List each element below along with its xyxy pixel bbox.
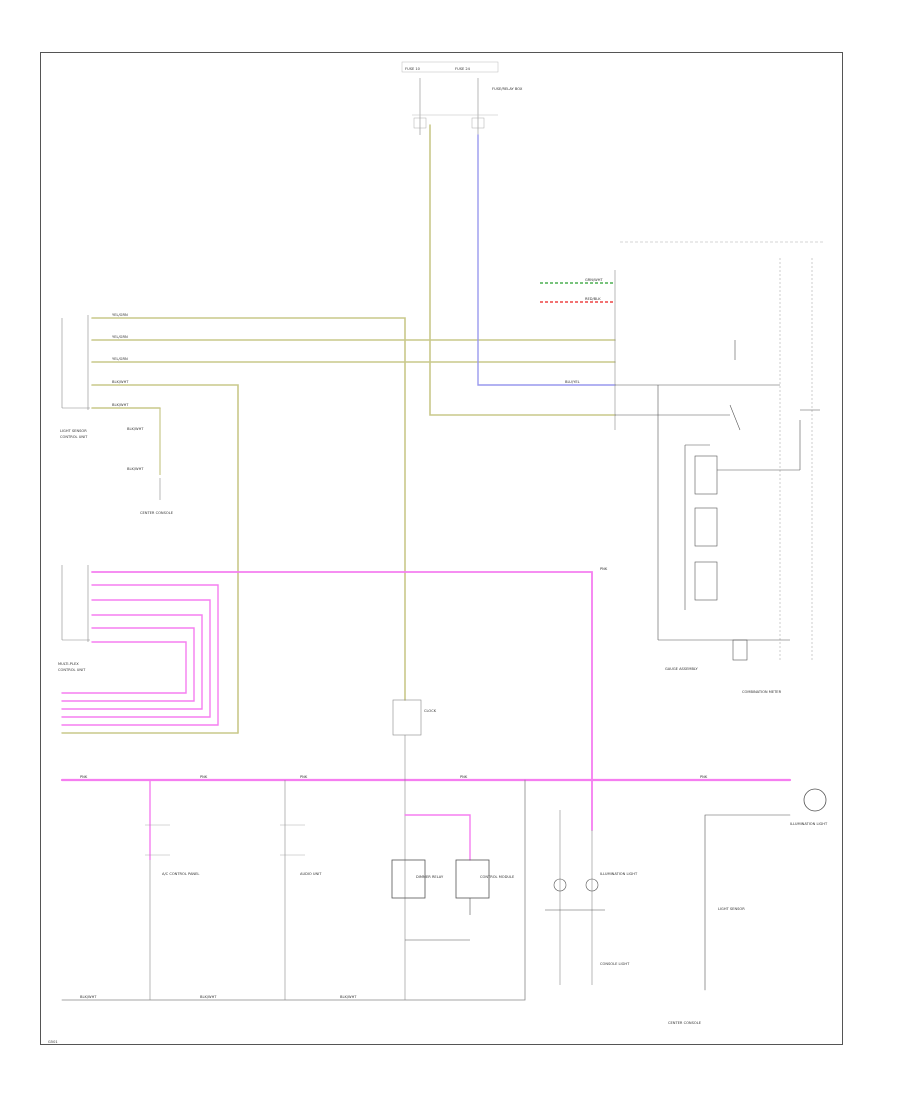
right-cluster: COMBINATION METER GAUGE ASSEMBLY	[614, 241, 825, 694]
bottom-relay-b-label: CONTROL MODULE	[480, 875, 515, 879]
blue-wire-group: BLU/YEL	[477, 134, 616, 386]
top-fuse-left-label: FUSE 10	[405, 67, 421, 71]
wire-blue-label: BLU/YEL	[565, 380, 580, 384]
top-fuse-group: FUSE 10 FUSE 24 FUSE/RELAY BOX	[401, 61, 523, 135]
wire-pink-label-4: PNK	[460, 775, 468, 779]
wire-pink-label-1: PNK	[80, 775, 88, 779]
ground-label-main: G501	[48, 1040, 58, 1044]
bottom-lamp-a-label: ILLUMINATION LIGHT	[600, 872, 638, 876]
wire-black-label-2: BLK/WHT	[127, 467, 144, 471]
top-relay-note: FUSE/RELAY BOX	[492, 87, 523, 91]
wire-green-label: GRN/WHT	[585, 278, 603, 282]
bottom-lamp-b-label: CONSOLE LIGHT	[600, 962, 630, 966]
wire-red-label: RED/BLK	[585, 297, 601, 301]
wire-olive-label-2: YEL/GRN	[112, 335, 128, 339]
right-lamp-label: ILLUMINATION LIGHT	[790, 822, 828, 826]
wire-black-label-4: BLK/WHT	[112, 403, 129, 407]
bottom-relays: DIMMER RELAY CONTROL MODULE	[391, 814, 515, 941]
left-lower-unit-label: MULTI-PLEX	[58, 662, 79, 666]
bottom-ac-panel: A/C CONTROL PANEL	[145, 780, 199, 1000]
bottom-audio-unit-label: AUDIO UNIT	[300, 872, 322, 876]
bottom-right-sensor-label: LIGHT SENSOR	[718, 907, 745, 911]
wire-olive-label-1: YEL/GRN	[112, 313, 128, 317]
wire-pink-label-5: PNK	[700, 775, 708, 779]
left-lower-unit-sub: CONTROL UNIT	[58, 668, 86, 672]
center-console-label-1: CENTER CONSOLE	[140, 511, 174, 515]
wire-black-label-5: BLK/WHT	[80, 995, 97, 999]
wire-pink-label-3: PNK	[300, 775, 308, 779]
wire-pink-label-6: PNK	[600, 567, 608, 571]
right-cluster-sub-label: COMBINATION METER	[742, 690, 782, 694]
wire-pink-label-2: PNK	[200, 775, 208, 779]
wire-black-label-3: BLK/WHT	[112, 380, 129, 384]
top-fuse-right-label: FUSE 24	[455, 67, 471, 71]
ground-bus: BLK/WHT BLK/WHT BLK/WHT G501	[48, 779, 526, 1044]
wire-black-label-7: BLK/WHT	[340, 995, 357, 999]
bottom-right-sub-label: CENTER CONSOLE	[668, 1021, 702, 1025]
wire-black-label-6: BLK/WHT	[200, 995, 217, 999]
bottom-relay-a-label: DIMMER RELAY	[416, 875, 444, 879]
clock-label: CLOCK	[424, 709, 437, 713]
left-upper-unit: LIGHT SENSOR CONTROL UNIT BLK/WHT BLK/WH…	[60, 315, 174, 515]
left-upper-unit-sub: CONTROL UNIT	[60, 435, 88, 439]
bottom-right-sensor: ILLUMINATION LIGHT LIGHT SENSOR CENTER C…	[668, 788, 828, 1025]
clock-component: CLOCK	[392, 699, 437, 1000]
pink-wire-group: PNK PNK PNK PNK PNK PNK	[60, 567, 792, 831]
left-lower-unit: MULTI-PLEX CONTROL UNIT	[58, 565, 90, 672]
wire-olive-label-3: YEL/GRN	[112, 357, 128, 361]
bottom-audio-unit: AUDIO UNIT	[280, 780, 322, 1000]
left-upper-unit-label: LIGHT SENSOR	[60, 429, 87, 433]
wire-black-label-1: BLK/WHT	[127, 427, 144, 431]
green-red-wire-group: GRN/WHT RED/BLK	[540, 278, 615, 303]
diagram-frame	[40, 52, 843, 1045]
right-cluster-label: GAUGE ASSEMBLY	[665, 667, 698, 671]
olive-wire-group: YEL/GRN YEL/GRN YEL/GRN BLK/WHT BLK/WHT	[91, 124, 616, 734]
bottom-lamps: ILLUMINATION LIGHT CONSOLE LIGHT	[545, 810, 638, 985]
bottom-ac-panel-label: A/C CONTROL PANEL	[162, 872, 199, 876]
